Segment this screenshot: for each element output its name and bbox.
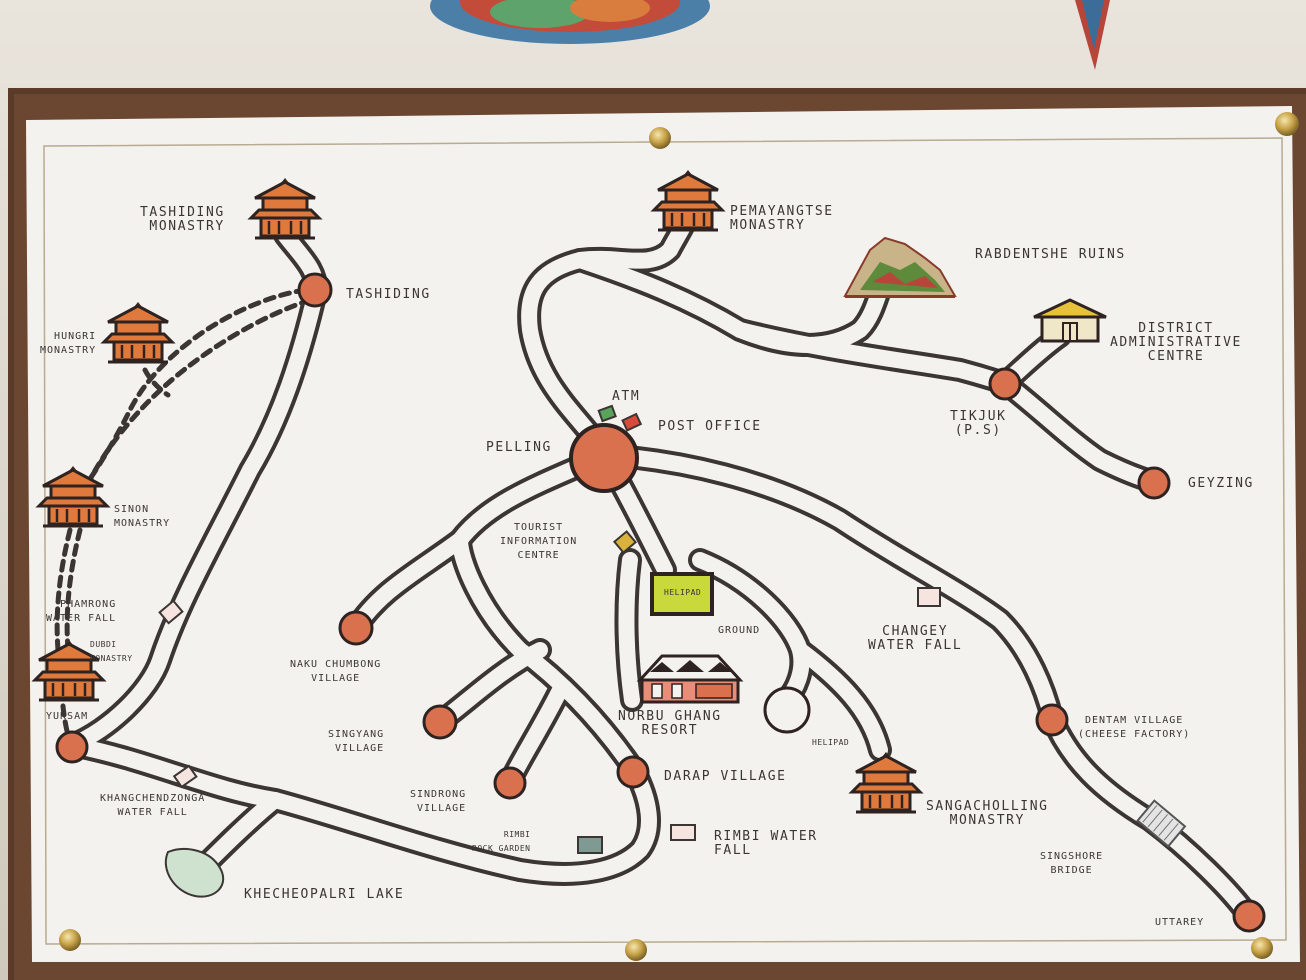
label-atm: ATM — [612, 389, 641, 404]
label-tikjuk: TIKJUK (P.S) — [950, 409, 1007, 438]
ruins-icon — [843, 236, 957, 298]
ceiling-decoration — [430, 0, 1110, 70]
label-darap: DARAP VILLAGE — [664, 769, 787, 784]
label-district-admin: DISTRICT ADMINISTRATIVE CENTRE — [1110, 321, 1242, 364]
label-helipad: HELIPAD — [664, 588, 702, 597]
label-changey: CHANGEY WATER FALL — [868, 624, 963, 653]
label-singshore: SINGSHORE BRIDGE — [1040, 851, 1104, 876]
walking-trails — [54, 287, 313, 738]
thumbtack — [1275, 112, 1299, 136]
label-sindrong: SINDRONG VILLAGE — [410, 789, 467, 814]
label-dubdi: DUBDI MONASTRY — [90, 640, 133, 663]
label-pemayangtse: PEMAYANGTSE MONASTRY — [730, 204, 834, 233]
label-rimbi-garden: RIMBI ROCK GARDEN — [472, 830, 531, 853]
helipad-circle — [763, 686, 811, 734]
label-tashiding: TASHIDING — [346, 287, 431, 302]
label-phamrong: PHAMRONG WATER FALL — [46, 599, 117, 624]
helipad-box — [650, 572, 714, 616]
district-office-icon — [1033, 298, 1107, 343]
label-uttarey: UTTAREY — [1155, 917, 1205, 928]
label-dentam: DENTAM VILLAGE (CHEESE FACTORY) — [1078, 715, 1191, 740]
label-khangchendzonga: KHANGCHENDZONGA WATER FALL — [100, 793, 206, 818]
resort-icon — [636, 654, 744, 704]
label-sangacholling: SANGACHOLLING MONASTRY — [926, 799, 1049, 828]
pelling-dot — [569, 423, 639, 493]
label-khecheopalri: KHECHEOPALRI LAKE — [244, 887, 405, 902]
road-network — [60, 200, 1260, 927]
label-rabdentse: RABDENTSHE RUINS — [975, 247, 1126, 262]
label-naku: NAKU CHUMBONG VILLAGE — [290, 659, 382, 684]
paper-sheet — [26, 106, 1300, 962]
singshore-bridge — [1136, 799, 1187, 848]
label-singyang: SINGYANG VILLAGE — [328, 729, 385, 754]
label-tourist-info: TOURIST INFORMATION CENTRE — [500, 522, 578, 561]
place-dots — [55, 272, 1266, 933]
label-sinon: SINON MONASTRY — [114, 504, 171, 529]
label-rimbi-fall: RIMBI WATER FALL — [714, 829, 818, 858]
thumbtack — [1251, 937, 1273, 959]
label-post-office: POST OFFICE — [658, 419, 762, 434]
label-helipad-circle: HELIPAD — [812, 738, 850, 747]
label-norbu: NORBU GHANG RESORT — [618, 709, 722, 738]
khecheopalri-lake — [164, 848, 225, 898]
label-pelling: PELLING — [486, 440, 552, 455]
thumbtack — [649, 127, 671, 149]
label-yuksam: YUKSAM — [46, 711, 89, 722]
label-hungri: HUNGRI MONASTRY — [40, 331, 97, 356]
thumbtack — [625, 939, 647, 961]
label-ground: GROUND — [718, 625, 761, 636]
thumbtack — [59, 929, 81, 951]
label-geyzing: GEYZING — [1188, 476, 1254, 491]
signposts — [158, 404, 941, 854]
label-tashiding-monastery: TASHIDING MONASTRY — [140, 205, 225, 234]
